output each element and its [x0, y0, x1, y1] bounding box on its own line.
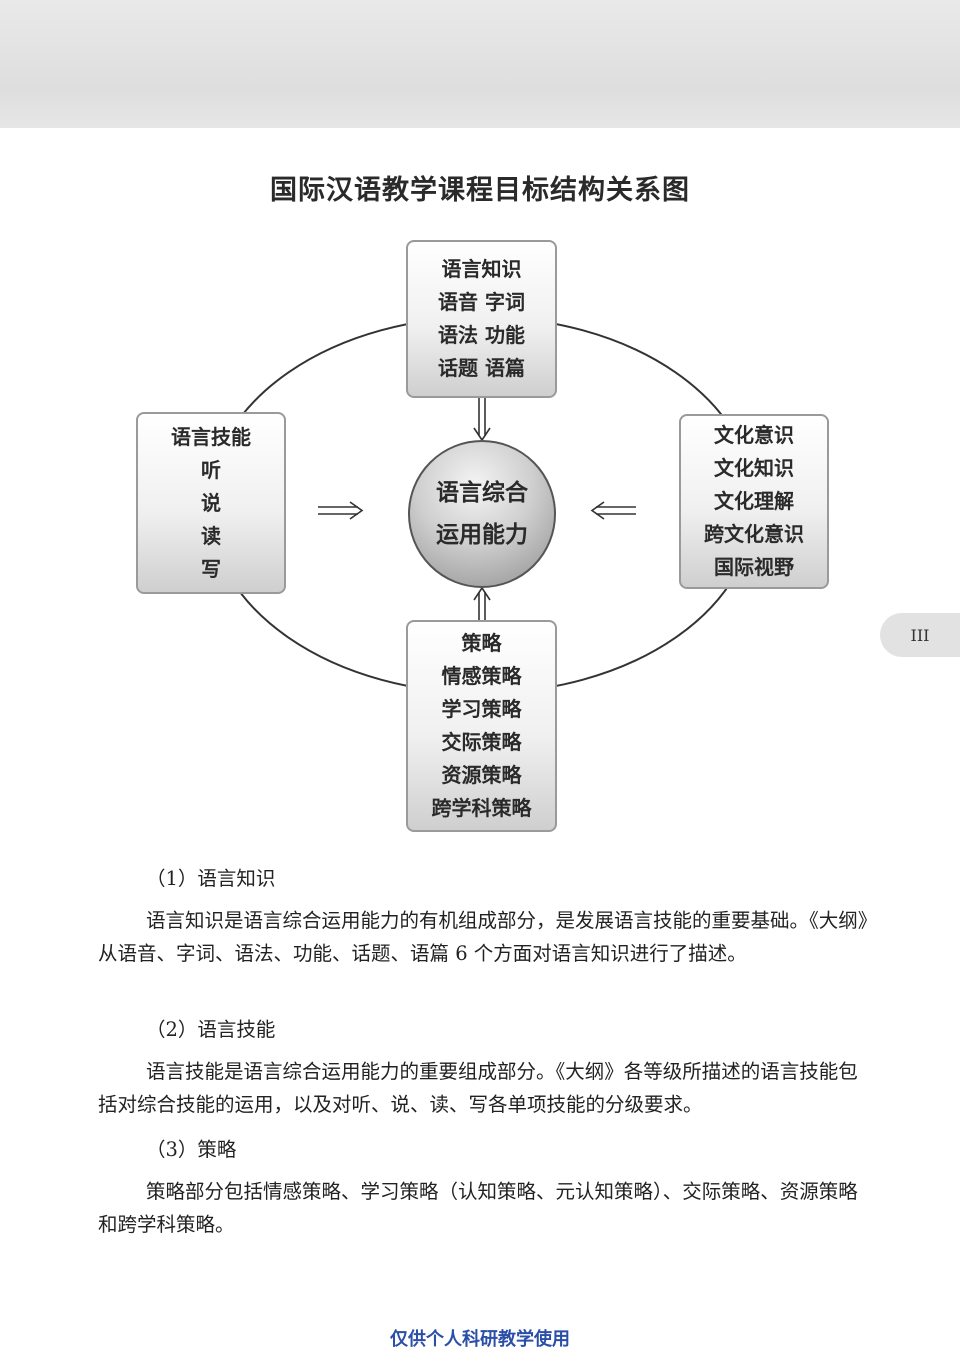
- box-item: 读: [201, 523, 221, 548]
- box-item: 跨文化意识: [704, 522, 804, 546]
- footer-watermark: 仅供个人科研教学使用: [390, 1329, 570, 1350]
- box-item: 跨学科策略: [431, 796, 532, 820]
- box-item: 情感策略: [441, 664, 522, 688]
- paragraph-text: 语言技能是语言综合运用能力的重要组成部分。《大纲》各等级所描述的语言技能包括对综…: [98, 1060, 858, 1116]
- box-item: 学习策略: [441, 697, 522, 721]
- box-item: 资源策略: [441, 763, 522, 787]
- box-heading: 策略: [461, 631, 502, 655]
- section-heading-3: （3）策略: [146, 1138, 237, 1161]
- box-item: 交际策略: [441, 730, 522, 754]
- section-heading-2: （2）语言技能: [146, 1018, 276, 1041]
- section-paragraph-1: 语言知识是语言综合运用能力的有机组成部分，是发展语言技能的重要基础。《大纲》从语…: [98, 904, 870, 970]
- center-line-2: 运用能力: [436, 522, 528, 548]
- box-language-knowledge: 语言知识 语音 字词 语法 功能 话题 语篇: [406, 240, 557, 398]
- box-heading: 语言知识: [441, 257, 522, 281]
- chapter-tab: III: [880, 613, 960, 657]
- box-item: 写: [201, 556, 221, 581]
- box-cultural-awareness: 文化意识 文化知识 文化理解 跨文化意识 国际视野: [679, 414, 829, 589]
- box-language-skills: 语言技能 听 说 读 写: [136, 412, 286, 594]
- box-item: 语音 字词: [438, 290, 525, 314]
- box-item: 说: [201, 490, 221, 515]
- paragraph-text: 策略部分包括情感策略、学习策略（认知策略、元认知策略）、交际策略、资源策略和跨学…: [98, 1180, 858, 1236]
- box-item: 文化知识: [714, 456, 794, 480]
- diagram-title: 国际汉语教学课程目标结构关系图: [270, 175, 690, 206]
- box-strategies: 策略 情感策略 学习策略 交际策略 资源策略 跨学科策略: [406, 620, 557, 832]
- box-heading: 语言技能: [171, 424, 251, 449]
- paragraph-text: 语言知识是语言综合运用能力的有机组成部分，是发展语言技能的重要基础。《大纲》从语…: [98, 909, 868, 965]
- box-item: 听: [201, 457, 221, 482]
- box-heading: 文化意识: [714, 423, 794, 447]
- box-item: 国际视野: [714, 555, 794, 579]
- box-item: 文化理解: [714, 489, 794, 513]
- section-paragraph-3: 策略部分包括情感策略、学习策略（认知策略、元认知策略）、交际策略、资源策略和跨学…: [98, 1175, 870, 1241]
- arrow-left: [318, 501, 364, 520]
- box-item: 话题 语篇: [438, 356, 525, 380]
- page-top-band: [0, 0, 960, 128]
- center-line-1: 语言综合: [436, 480, 528, 506]
- arrow-top: [473, 398, 491, 442]
- arrow-right: [590, 501, 636, 520]
- box-item: 语法 功能: [438, 323, 525, 347]
- arrow-bottom: [473, 586, 491, 620]
- section-paragraph-2: 语言技能是语言综合运用能力的重要组成部分。《大纲》各等级所描述的语言技能包括对综…: [98, 1055, 870, 1121]
- section-heading-1: （1）语言知识: [146, 867, 276, 890]
- center-circle: 语言综合 运用能力: [408, 440, 556, 588]
